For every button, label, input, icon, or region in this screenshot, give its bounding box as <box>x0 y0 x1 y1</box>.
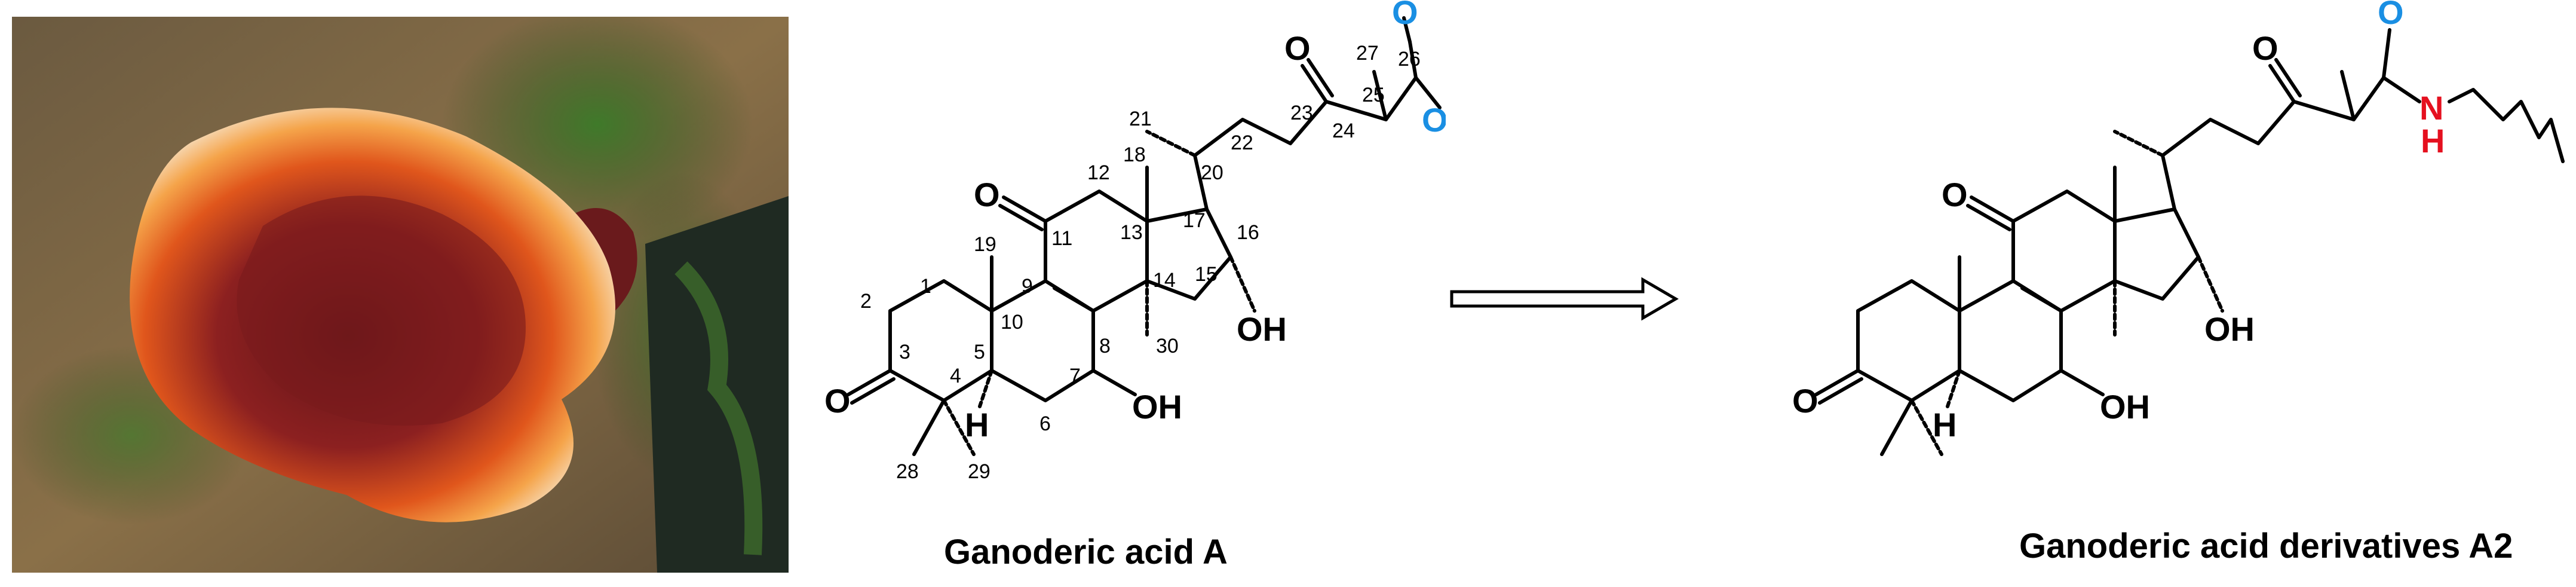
atom-o-amide-carbonyl: O <box>2378 0 2404 31</box>
svg-text:12: 12 <box>1087 161 1110 184</box>
carbon-numbering: 1 2 3 4 5 6 7 8 9 10 11 12 13 14 15 16 1… <box>860 42 1421 483</box>
atom-oh-c15: OH <box>1237 310 1287 348</box>
atom-o-c23: O <box>1284 29 1311 67</box>
svg-text:29: 29 <box>968 460 990 483</box>
svg-text:27: 27 <box>1356 42 1379 65</box>
atom-o-c11: O <box>974 176 1000 213</box>
atom-o-c3: O <box>1792 382 1818 420</box>
svg-text:5: 5 <box>974 341 985 363</box>
atom-h-amide: H <box>2421 122 2445 160</box>
svg-text:24: 24 <box>1332 120 1355 142</box>
svg-text:26: 26 <box>1398 48 1421 71</box>
svg-text:1: 1 <box>920 275 931 298</box>
atom-n-amide: N <box>2419 89 2443 127</box>
reishi-mushroom-photo <box>12 17 789 573</box>
svg-text:28: 28 <box>896 460 919 483</box>
atom-oh-acid: OH <box>1422 101 1446 139</box>
atom-h-c5: H <box>1933 406 1956 444</box>
atom-o-c23: O <box>2252 29 2278 67</box>
svg-text:17: 17 <box>1183 209 1206 232</box>
bond-skeleton <box>1814 28 2565 456</box>
svg-text:25: 25 <box>1362 84 1385 106</box>
svg-text:30: 30 <box>1156 335 1179 357</box>
atom-h-c5: H <box>965 406 989 444</box>
svg-text:23: 23 <box>1290 102 1313 124</box>
svg-text:21: 21 <box>1129 108 1152 130</box>
atom-oh-c15: OH <box>2204 310 2255 348</box>
svg-text:3: 3 <box>899 341 910 363</box>
svg-text:4: 4 <box>950 365 961 387</box>
atom-oh-c7: OH <box>2100 388 2150 426</box>
svg-text:22: 22 <box>1231 132 1253 154</box>
caption-ganoderic-acid-a: Ganoderic acid A <box>944 533 1228 571</box>
atom-o-c11: O <box>1942 176 1968 213</box>
svg-text:6: 6 <box>1039 412 1051 435</box>
svg-text:10: 10 <box>1001 311 1023 334</box>
ganoderic-acid-a-structure: O O O O OH OH OH H 1 2 3 4 5 6 7 8 9 10 … <box>824 0 1446 483</box>
svg-text:2: 2 <box>860 290 872 313</box>
bond-skeleton <box>847 16 1442 456</box>
ganoderic-acid-derivative-a2-structure: O O O O N H OH OH H <box>1792 0 2565 456</box>
svg-text:18: 18 <box>1123 143 1146 166</box>
svg-text:16: 16 <box>1237 221 1259 244</box>
svg-text:9: 9 <box>1022 275 1033 298</box>
atom-oh-c7: OH <box>1132 388 1182 426</box>
svg-text:15: 15 <box>1195 263 1218 286</box>
svg-text:19: 19 <box>974 233 996 256</box>
reaction-arrow <box>1450 277 1679 321</box>
svg-text:20: 20 <box>1201 161 1223 184</box>
mushroom-photo-panel <box>0 0 801 587</box>
caption-derivative-a2: Ganoderic acid derivatives A2 <box>2019 527 2513 565</box>
atom-o-c3: O <box>824 382 851 420</box>
svg-text:7: 7 <box>1069 365 1081 387</box>
svg-text:11: 11 <box>1051 227 1072 250</box>
svg-text:8: 8 <box>1099 335 1111 357</box>
svg-text:14: 14 <box>1153 269 1176 292</box>
atom-o-acid-carbonyl: O <box>1392 0 1418 31</box>
svg-text:13: 13 <box>1120 221 1143 244</box>
